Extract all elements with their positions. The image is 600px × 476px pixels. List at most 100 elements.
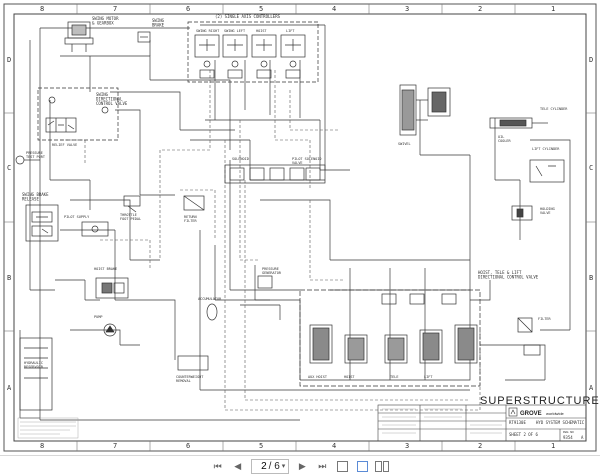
dwg-number: 9354 (563, 435, 573, 440)
zone-letter: B (589, 274, 593, 282)
right-filter (517, 317, 541, 356)
valve-section-2 (344, 334, 368, 364)
sheet-number: SHEET 2 OF 6 (509, 432, 538, 437)
brand-suffix: worldwide (546, 411, 565, 416)
zone-number: 7 (113, 5, 117, 13)
dwg-label: DWG NO (563, 430, 574, 434)
lift-cylinder-label: LIFT CYLINDER (532, 147, 560, 151)
page-total: / 6 (268, 460, 280, 472)
zone-letter: D (589, 56, 593, 64)
zone-numbers-top: 8 7 6 5 4 3 2 1 (40, 5, 555, 13)
tele-cylinder-label: TELE CYLINDER (540, 107, 568, 111)
zone-letter: D (7, 56, 11, 64)
drawing-frame (13, 13, 587, 442)
hoist-label: HOIST (256, 29, 267, 33)
throttle-pedal (123, 195, 141, 213)
controllers-label: (2) SINGLE AXIS CONTROLLERS (215, 14, 281, 19)
prev-page-icon[interactable]: ◀ (234, 460, 242, 471)
swing-motor-label: SWING MOTOR& GEARBOX (92, 16, 119, 26)
model-number: RT9130E (509, 420, 526, 425)
single-page-icon[interactable] (355, 459, 369, 473)
lift-valve-label: LIFT (424, 375, 433, 379)
page-selector[interactable]: / 6 ▾ (250, 458, 290, 474)
swing-motor (64, 21, 94, 52)
swivel-label: SWIVEL (398, 142, 411, 146)
pilot-supply-valve (81, 221, 109, 237)
last-page-icon[interactable]: ⏭ (318, 460, 327, 471)
brand-name: GROVE (520, 411, 542, 417)
pump (103, 323, 117, 337)
page-number-input[interactable] (254, 460, 267, 472)
swivel (399, 84, 451, 136)
zone-number: 4 (332, 5, 336, 13)
title-block-fine-lines (382, 408, 502, 434)
valve-section-5 (454, 324, 478, 364)
zone-letter: A (7, 384, 12, 392)
zone-number: 7 (113, 442, 117, 450)
zone-number: 1 (551, 5, 555, 13)
zone-number: 6 (186, 5, 190, 13)
fit-page-icon[interactable] (335, 459, 349, 473)
aux-hoist-label: AUX HOIST (308, 375, 328, 379)
zone-number: 8 (40, 5, 44, 13)
zone-number: 1 (551, 442, 555, 450)
relief-valve-label: RELIEF VALVE (52, 143, 77, 147)
tele-valve-label: TELE (390, 375, 398, 379)
zone-number: 8 (40, 442, 44, 450)
hydraulic-reservoir-left (19, 337, 53, 411)
lift-cylinder (529, 159, 565, 183)
valve-section-3 (384, 334, 408, 364)
pilot-lines (60, 70, 481, 411)
accumulator (206, 303, 218, 321)
middle-manifold (224, 164, 326, 184)
solenoid-label: SOLENOID (232, 157, 249, 161)
swing-brake-release-valve (25, 204, 59, 242)
hoist-brake (95, 277, 129, 299)
zone-number: 6 (186, 442, 190, 450)
pressure-test-port (15, 155, 40, 165)
page-dropdown-icon[interactable]: ▾ (281, 463, 286, 470)
zone-number: 2 (478, 442, 482, 450)
zone-number: 3 (405, 442, 409, 450)
swing-brake (137, 31, 151, 43)
swing-left-label: SWING LEFT (224, 29, 246, 33)
main-control-valve (299, 289, 481, 387)
first-page-icon[interactable]: ⏮ (213, 460, 222, 471)
pressure-generator (257, 275, 273, 289)
hoist-valve-label: HOIST (344, 375, 355, 379)
double-page-icon[interactable] (375, 459, 390, 473)
pilot-supply-label: PILOT SUPPLY (64, 215, 90, 219)
filter-label: FILTER (538, 317, 552, 321)
valve-section-4 (419, 329, 443, 364)
drawing-title: HYD SYSTEM SCHEMATIC (536, 420, 585, 425)
zone-letters: D C B A D C B A (7, 56, 594, 392)
zone-number: 3 (405, 5, 409, 13)
boom-lift-label: LIFT (286, 29, 295, 33)
notes-block-lines (17, 417, 79, 439)
accumulator-label: ACCUMULATOR (198, 297, 222, 301)
holding-valve (511, 205, 533, 221)
zone-ticks (4, 4, 596, 451)
counterweight-cyl (177, 355, 209, 371)
zone-number: 5 (259, 5, 263, 13)
zone-letter: A (589, 384, 594, 392)
next-page-icon[interactable]: ▶ (298, 460, 306, 471)
superstructure-watermark: SUPERSTRUCTURE (480, 395, 600, 407)
pilot-controllers (187, 21, 319, 83)
grove-logo (508, 407, 518, 417)
zone-number: 5 (259, 442, 263, 450)
tele-cylinder (489, 117, 548, 129)
pdf-toolbar: ⏮ ◀ / 6 ▾ ▶ ⏭ (0, 455, 600, 476)
title-block (377, 404, 587, 442)
zone-letter: C (589, 164, 593, 172)
